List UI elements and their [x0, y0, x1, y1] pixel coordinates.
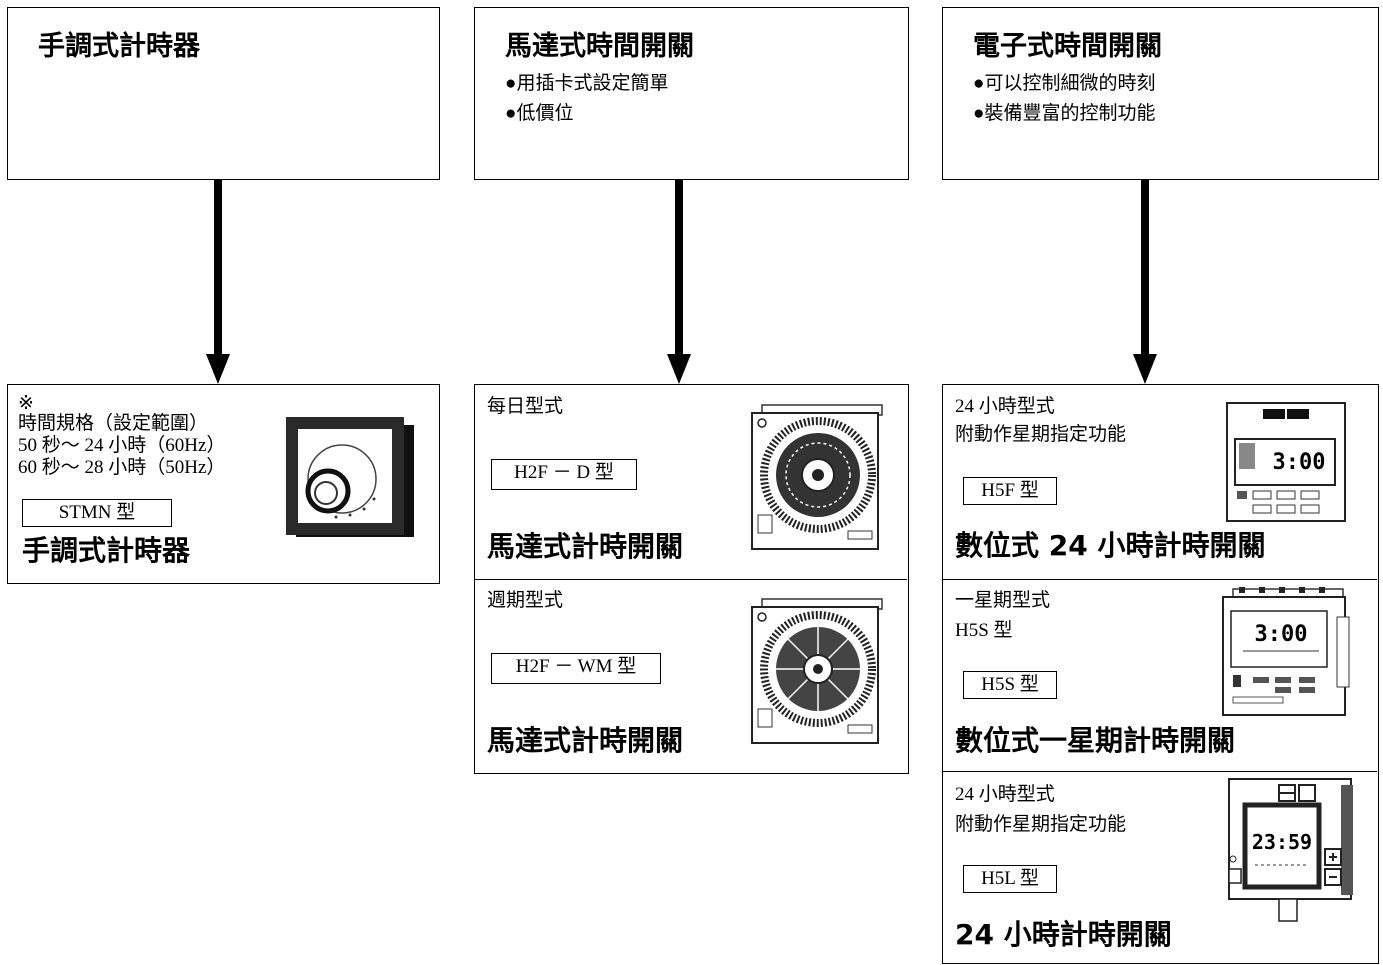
spec-line: 50 秒～ 24 小時（60Hz） — [18, 435, 226, 456]
note-mark: ※ — [18, 393, 34, 414]
type-label: 附動作星期指定功能 — [955, 814, 1127, 835]
lcd-readout: 3:00 — [1255, 622, 1308, 647]
type-label: 一星期型式 — [955, 590, 1051, 611]
product-box-stmn: ※ 時間規格（設定範圍） 50 秒～ 24 小時（60Hz） 60 秒～ 28 … — [7, 384, 440, 584]
category-box-motor: 馬達式時間開關 ●用插卡式設定簡單 ●低價位 — [474, 7, 909, 180]
spec-line: 時間規格（設定範圍） — [18, 413, 209, 434]
feature-item: ●裝備豐富的控制功能 — [973, 103, 1156, 124]
type-label: 週期型式 — [487, 590, 564, 611]
model-label: H2F － WM 型 — [491, 653, 661, 684]
dial-timer-icon — [286, 417, 414, 537]
type-label: 24 小時型式 — [955, 784, 1055, 805]
feature-item: ●可以控制細微的時刻 — [973, 73, 1156, 94]
type-label: 24 小時型式 — [955, 396, 1055, 417]
category-title: 馬達式時間開關 — [505, 31, 694, 62]
feature-item: ●低價位 — [505, 103, 574, 124]
product-name: 馬達式計時開關 — [487, 724, 684, 757]
row-divider — [943, 579, 1377, 580]
digital-timer-icon: 3:00 — [1226, 402, 1346, 522]
row-divider — [943, 771, 1377, 772]
product-name: 數位式一星期計時開關 — [955, 724, 1236, 757]
product-name: 馬達式計時開關 — [487, 530, 684, 563]
arrow-down-electronic — [1133, 180, 1157, 384]
category-title: 手調式計時器 — [38, 31, 200, 62]
model-label: H2F － D 型 — [491, 459, 637, 490]
model-label: STMN 型 — [22, 499, 172, 527]
type-label: H5S 型 — [955, 620, 1013, 641]
type-label: 附動作星期指定功能 — [955, 424, 1127, 445]
category-box-manual: 手調式計時器 — [7, 7, 440, 180]
model-label: H5L 型 — [963, 865, 1057, 893]
daily-motor-timer-icon — [751, 404, 883, 550]
product-box-motor: 每日型式 H2F － D 型 馬達式計時開關 週期型式 H2F － WM 型 馬… — [474, 384, 909, 774]
product-name: 數位式 24 小時計時開關 — [955, 529, 1266, 562]
spec-line: 60 秒～ 28 小時（50Hz） — [18, 457, 226, 478]
lcd-readout: 3:00 — [1273, 450, 1326, 475]
product-name: 24 小時計時開關 — [955, 918, 1172, 951]
digital-weekly-timer-icon: 3:00 — [1222, 587, 1350, 716]
product-name: 手調式計時器 — [22, 534, 191, 567]
lcd-readout: 23:59 — [1252, 830, 1312, 854]
product-box-electronic: 24 小時型式 附動作星期指定功能 H5F 型 數位式 24 小時計時開關 3:… — [942, 384, 1379, 964]
model-label: H5F 型 — [963, 477, 1057, 505]
compact-digital-timer-icon: 23:59 — [1228, 778, 1353, 922]
model-label: H5S 型 — [963, 671, 1057, 699]
feature-item: ●用插卡式設定簡單 — [505, 73, 669, 94]
category-title: 電子式時間開關 — [973, 31, 1162, 62]
arrow-down-manual — [206, 180, 230, 384]
type-label: 每日型式 — [487, 396, 564, 417]
category-box-electronic: 電子式時間開關 ●可以控制細微的時刻 ●裝備豐富的控制功能 — [942, 7, 1379, 180]
arrow-down-motor — [667, 180, 691, 384]
row-divider — [475, 579, 907, 580]
weekly-motor-timer-icon — [751, 598, 883, 744]
